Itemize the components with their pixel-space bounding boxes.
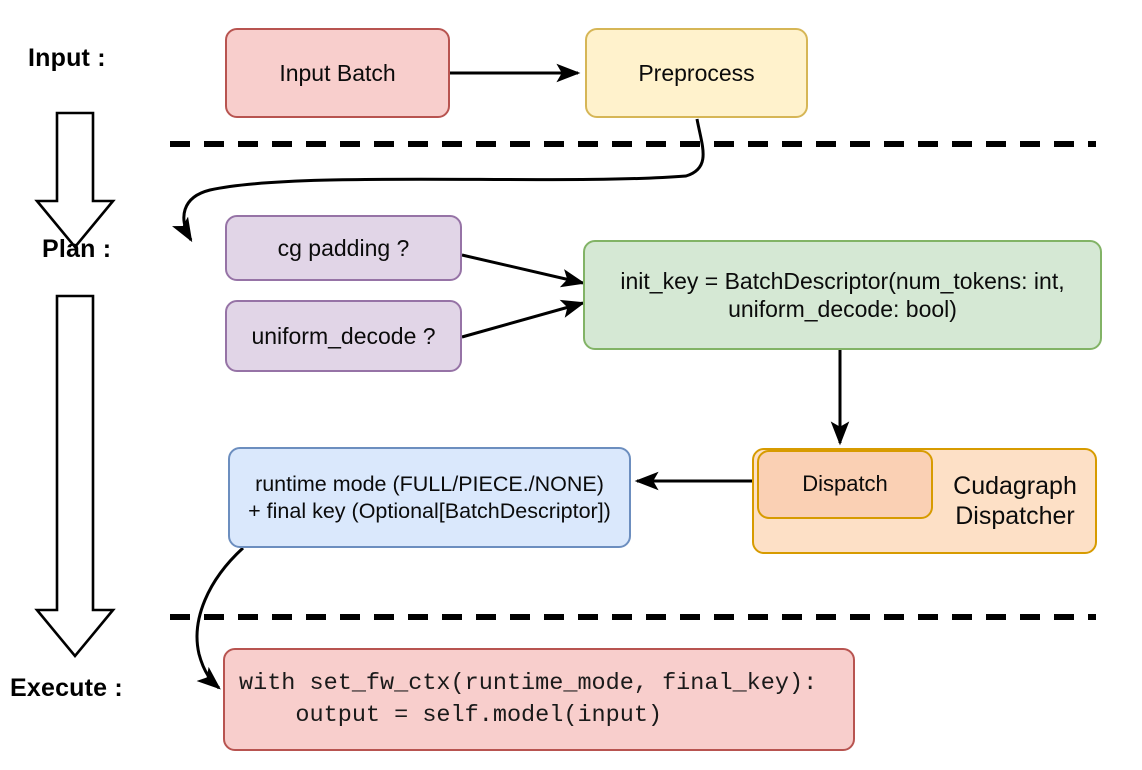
node-cg-padding[interactable]: cg padding ? bbox=[225, 215, 462, 281]
node-execute-code[interactable]: with set_fw_ctx(runtime_mode, final_key)… bbox=[223, 648, 855, 751]
node-init-key-line2: uniform_decode: bool) bbox=[728, 296, 957, 322]
node-input-batch[interactable]: Input Batch bbox=[225, 28, 450, 118]
node-preprocess[interactable]: Preprocess bbox=[585, 28, 808, 118]
execute-code-line1: with set_fw_ctx(runtime_mode, final_key)… bbox=[239, 670, 818, 698]
node-init-key[interactable]: init_key = BatchDescriptor(num_tokens: i… bbox=[583, 240, 1102, 350]
node-runtime-mode[interactable]: runtime mode (FULL/PIECE./NONE) + final … bbox=[228, 447, 631, 548]
stage-label-execute: Execute : bbox=[10, 674, 123, 702]
input-to-plan-block-arrow bbox=[34, 111, 116, 250]
node-runtime-mode-line1: runtime mode (FULL/PIECE./NONE) bbox=[255, 472, 604, 497]
execute-code-line2: output = self.model(input) bbox=[239, 701, 663, 729]
node-dispatch[interactable]: Dispatch bbox=[757, 450, 933, 519]
node-runtime-mode-line2: + final key (Optional[BatchDescriptor]) bbox=[248, 498, 611, 523]
plan-to-execute-block-arrow bbox=[34, 294, 116, 659]
stage-label-input: Input : bbox=[28, 44, 106, 72]
arrow-cg-padding-to-init-key bbox=[461, 253, 586, 288]
stage-label-plan: Plan : bbox=[42, 235, 112, 263]
node-cudagraph-dispatcher-label: Cudagraph Dispatcher bbox=[935, 458, 1095, 544]
cudagraph-dispatcher-line2: Dispatcher bbox=[955, 502, 1075, 530]
node-uniform-decode[interactable]: uniform_decode ? bbox=[225, 300, 462, 372]
node-init-key-line1: init_key = BatchDescriptor(num_tokens: i… bbox=[620, 267, 1065, 294]
arrow-uniform-decode-to-init-key bbox=[461, 299, 586, 339]
cudagraph-dispatcher-line1: Cudagraph bbox=[953, 471, 1077, 500]
